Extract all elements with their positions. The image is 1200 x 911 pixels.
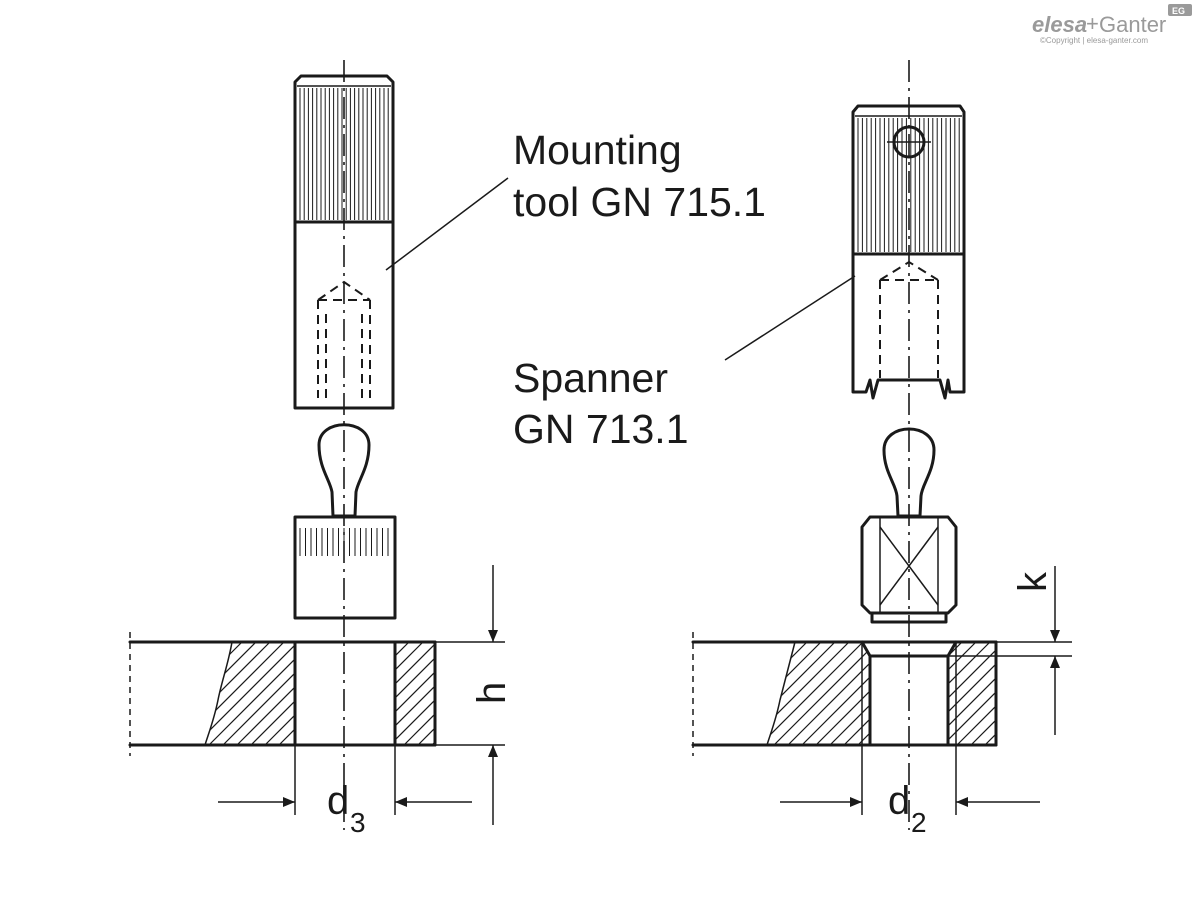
spanner-knurl [857,118,960,252]
hatch-line [205,642,229,745]
hatch-line [984,642,996,745]
hatch-line [948,642,996,745]
left-section-hatch-1 [97,642,295,745]
d2-label: d [888,779,910,823]
mounting-tool-label-line1: Mounting [513,127,682,173]
d2-subscript: 2 [911,807,927,838]
hatch-line [395,643,435,685]
hatch-line [801,642,870,745]
hatch-line [948,642,996,745]
k-label: k [1011,571,1055,592]
right-plunger-knob [882,427,936,518]
hatch-line [395,657,435,699]
right-break-line [766,641,796,746]
hatch-line [773,642,870,745]
hatch-line [205,642,285,745]
hatch-line [767,642,780,745]
logo-ganter: Ganter [1099,12,1166,37]
hatch-line [395,685,435,727]
mounting-tool-body [293,74,395,410]
hatch-line [815,642,870,745]
hatch-line [236,642,295,745]
hatch-line [395,699,435,741]
left-section-hatch-2 [395,642,435,745]
hatch-line [208,642,295,745]
hatch-line [205,642,271,745]
hatch-line [767,642,822,745]
hatch-line [395,642,424,671]
hatch-line [767,642,850,745]
left-sleeve-knurl [299,528,389,556]
left-plunger-knob [317,423,371,518]
d3-label: d [327,779,349,823]
hatch-line [767,642,864,745]
mounting-tool-knurl [299,88,389,220]
hatch-line [205,642,215,745]
spanner-leader [724,275,856,361]
mounting-tool-assembly: d 3 h [97,60,514,838]
mounting-tool-label-line2: tool GN 715.1 [513,179,766,225]
hatch-line [767,642,808,745]
hex-nut [860,515,958,615]
hatch-line [970,642,996,745]
hatch-line [843,642,870,745]
logo-badge-text: EG [1172,6,1185,16]
spanner-label-line1: Spanner [513,355,668,401]
hatch-line [205,642,295,745]
hatch-line [395,671,435,713]
mounting-tool-internal-thread [317,280,371,398]
hatch-line [205,642,243,745]
hatch-line [264,642,295,745]
hatch-line [767,642,794,745]
hatch-line [948,642,977,745]
logo-plus: + [1086,11,1099,36]
logo-copyright: ©Copyright | elesa-ganter.com [1040,36,1148,45]
hatch-line [948,642,996,745]
hatch-line [948,642,996,745]
hatch-line [222,642,295,745]
hatch-line [948,642,991,745]
d3-subscript: 3 [350,807,366,838]
spanner-internal-bore [879,260,939,378]
brand-logo: elesa + Ganter EG ©Copyright | elesa-gan… [1032,4,1192,45]
hatch-line [662,642,765,745]
hatch-line [767,642,836,745]
hatch-line [97,642,200,745]
left-break-line [204,641,233,746]
spanner-assembly: d 2 k [662,60,1072,838]
left-knurled-sleeve [293,515,397,620]
hatch-line [787,642,870,745]
logo-elesa: elesa [1032,12,1087,37]
logo-badge [1168,4,1192,16]
hex-nut-collar [870,611,948,624]
hatch-line [403,713,435,745]
hatch-line [250,642,295,745]
hatch-line [956,642,996,745]
spanner-body [851,104,966,400]
mounting-tool-leader [385,177,509,271]
hex-nut-cross-2 [879,526,939,606]
h-label: h [470,682,514,704]
hatch-line [829,642,870,745]
right-section-hatch-2 [948,642,996,745]
hatch-line [205,642,257,745]
spanner-label-line2: GN 713.1 [513,406,689,452]
